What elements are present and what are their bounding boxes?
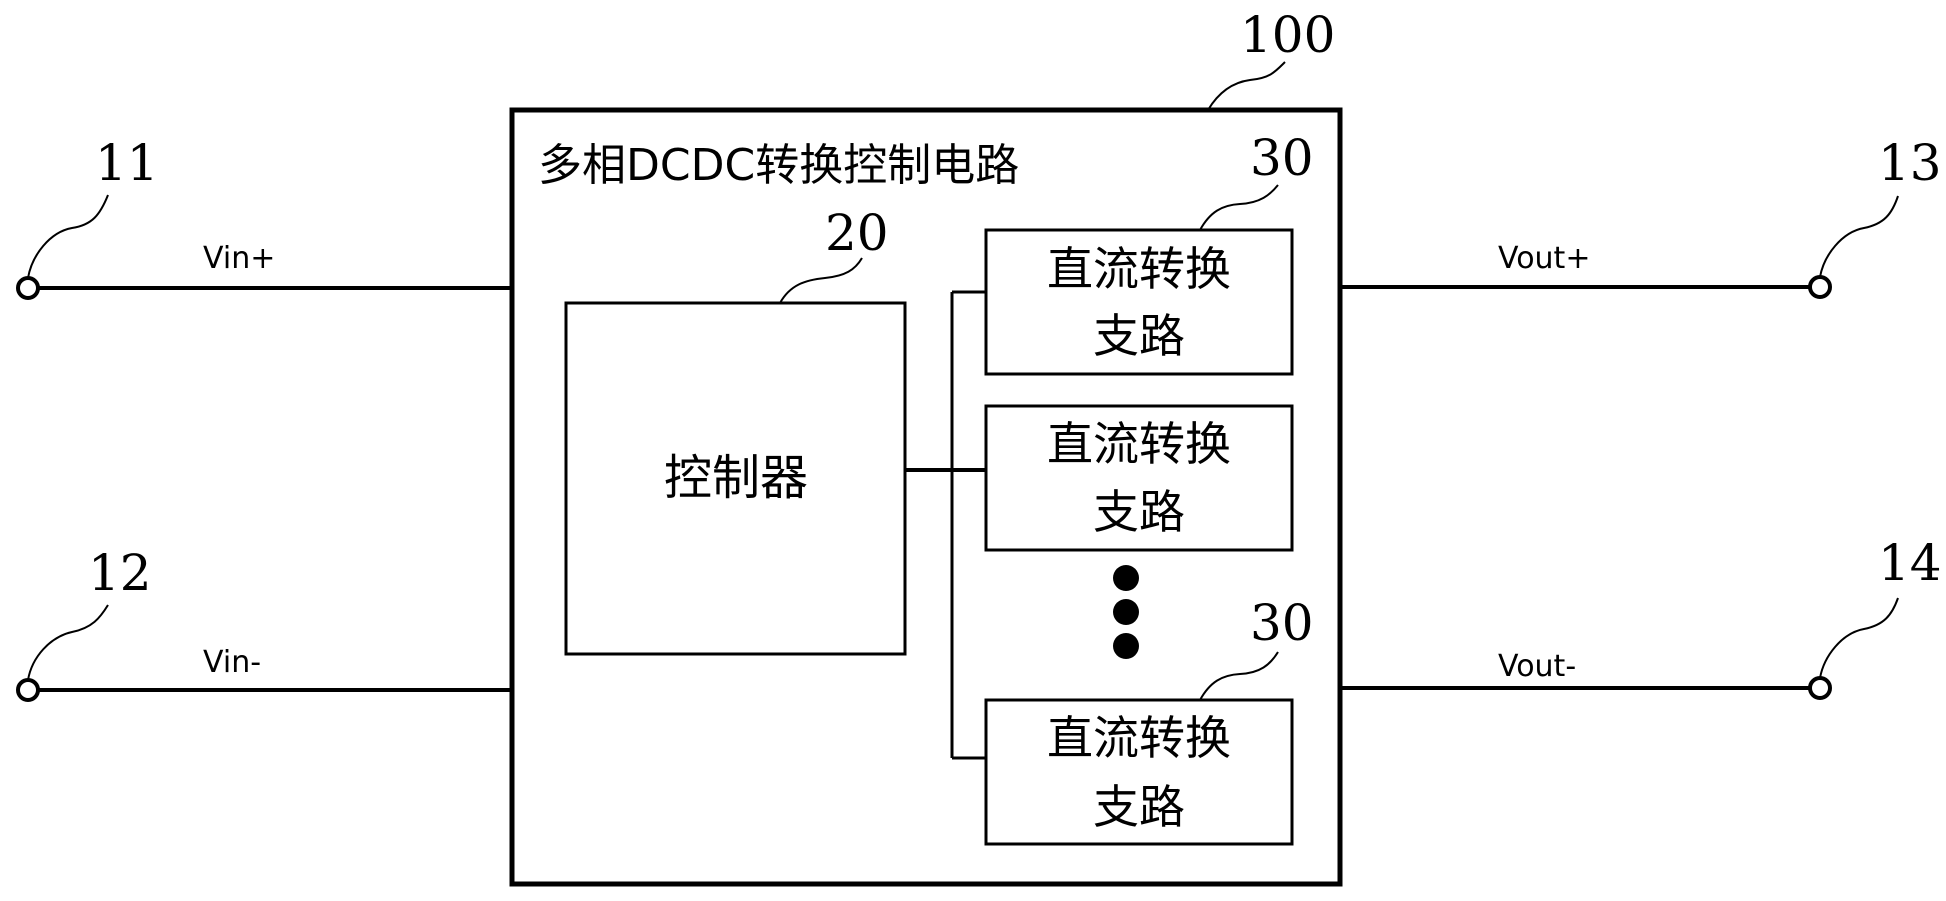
terminal-12-leader — [27, 604, 109, 681]
dc-branch-1-line2: 支路 — [1093, 309, 1185, 363]
terminal-14 — [1808, 676, 1832, 700]
controller-label: 控制器 — [664, 450, 808, 506]
dc-branch-1-line1: 直流转换 — [1047, 242, 1231, 296]
circuit-ref: 100 — [1240, 6, 1335, 64]
dc-branch-3 — [984, 698, 1294, 846]
dc-branch-2-line2: 支路 — [1093, 485, 1185, 539]
vin-plus-label: Vin+ — [203, 241, 275, 276]
dc-branch-3-line2: 支路 — [1093, 780, 1185, 834]
dc-branch-1 — [984, 228, 1294, 376]
vout-plus-label: Vout+ — [1498, 241, 1590, 276]
circuit-title: 多相DCDC转换控制电路 — [538, 140, 1019, 191]
terminal-13-ref: 13 — [1878, 134, 1942, 192]
terminal-11 — [16, 276, 40, 300]
terminal-11-ref: 11 — [95, 134, 159, 192]
controller-ref-leader — [779, 257, 863, 304]
dc-branch-2-line1: 直流转换 — [1047, 417, 1231, 471]
ellipsis-dot — [1113, 599, 1139, 625]
ellipsis-dot — [1113, 565, 1139, 591]
dc-branch-1-ref: 30 — [1250, 129, 1314, 187]
terminal-14-ref: 14 — [1878, 534, 1942, 592]
dc-branch-1-ref-leader — [1199, 184, 1279, 231]
controller-ref: 20 — [825, 204, 889, 262]
terminal-13-leader — [1819, 195, 1899, 278]
controller-box — [564, 301, 907, 656]
terminal-12-ref: 12 — [88, 544, 152, 602]
dc-branch-3-line1: 直流转换 — [1047, 711, 1231, 765]
circuit-ref-leader — [1207, 61, 1286, 111]
dc-branch-3-ref-leader — [1199, 651, 1279, 701]
terminal-13 — [1808, 275, 1832, 299]
terminal-14-leader — [1819, 597, 1899, 679]
vout-minus-label: Vout- — [1498, 649, 1576, 684]
terminal-11-leader — [27, 194, 109, 279]
ellipsis-dot — [1113, 633, 1139, 659]
dc-branch-2 — [984, 404, 1294, 552]
vin-minus-label: Vin- — [203, 645, 261, 680]
terminal-12 — [16, 678, 40, 702]
dc-branch-3-ref: 30 — [1250, 594, 1314, 652]
